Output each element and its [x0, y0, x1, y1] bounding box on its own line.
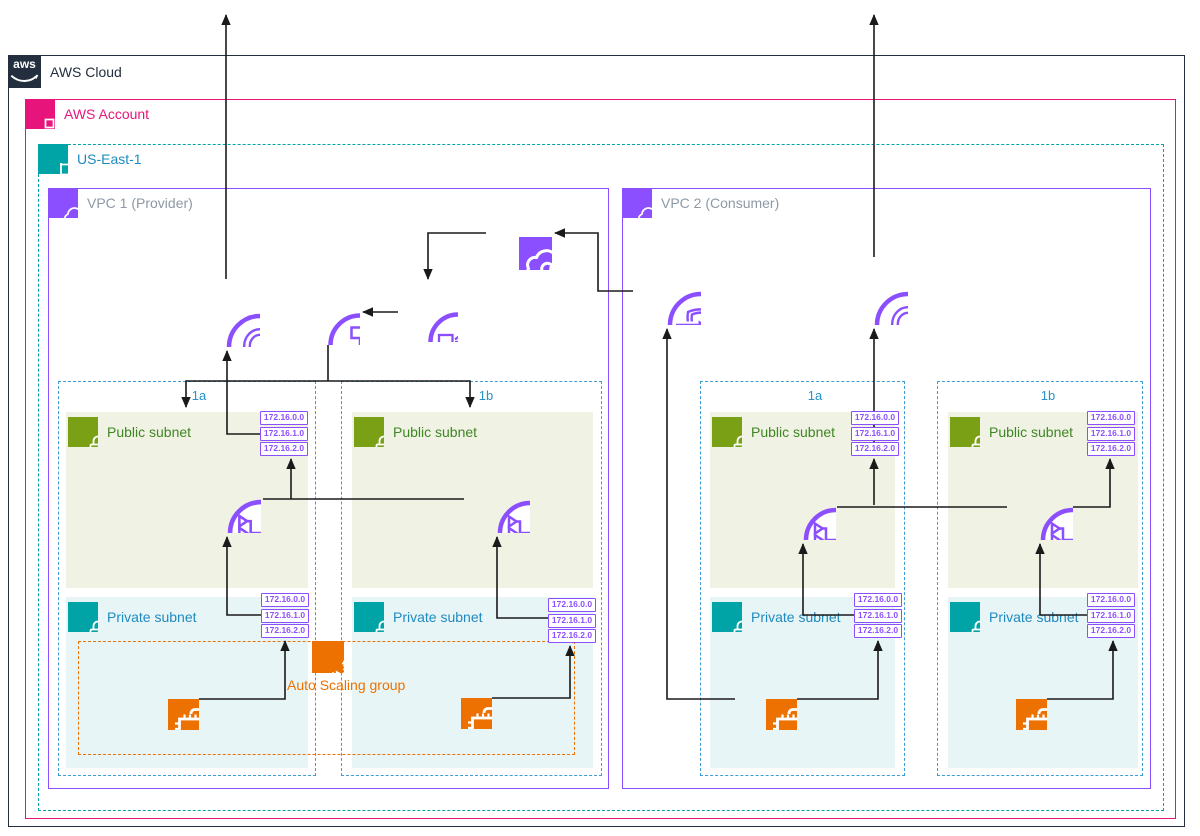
region-container: US-East-1 [38, 144, 1164, 811]
az-box-vpc2-1b [937, 381, 1143, 776]
cidr-stack-private-vpc1-1a: 172.16.0.0 172.16.1.0 172.16.2.0 [261, 593, 309, 638]
private-subnet-label: Private subnet [393, 609, 483, 625]
cidr-label: 172.16.0.0 [851, 411, 899, 425]
cidr-label: 172.16.2.0 [261, 624, 309, 638]
cidr-stack-public-vpc2-1b: 172.16.0.0 172.16.1.0 172.16.2.0 [1087, 411, 1135, 456]
private-subnet-lock-icon [68, 602, 98, 632]
private-subnet-lock-icon [354, 602, 384, 632]
private-subnet-label: Private subnet [989, 609, 1079, 625]
vpc1-label: VPC 1 (Provider) [87, 195, 193, 211]
cidr-label: 172.16.0.0 [548, 598, 596, 612]
cidr-label: 172.16.2.0 [260, 442, 308, 456]
vpc-endpoint-icon [633, 257, 701, 325]
aws-logo-icon: aws [8, 55, 41, 88]
cidr-label: 172.16.1.0 [854, 608, 902, 623]
aws-smile-swoosh [10, 74, 39, 82]
aws-account-container: AWS Account [25, 99, 1176, 819]
cidr-label: 172.16.2.0 [1087, 624, 1135, 638]
private-subnet-label: Private subnet [751, 609, 841, 625]
cidr-stack-public-vpc1-1a: 172.16.0.0 172.16.1.0 172.16.2.0 [260, 411, 308, 456]
ec2-instance-icon [985, 668, 1047, 730]
cidr-label: 172.16.1.0 [1087, 426, 1135, 441]
vpc2-container: VPC 2 (Consumer) [622, 188, 1151, 789]
vpc2-header: VPC 2 (Consumer) [622, 188, 779, 218]
cidr-stack-private-vpc2-1b: 172.16.0.0 172.16.1.0 172.16.2.0 [1087, 593, 1135, 638]
public-subnet-lock-icon [712, 417, 742, 447]
cidr-label: 172.16.0.0 [261, 593, 309, 607]
aws-cloud-label: AWS Cloud [50, 63, 122, 80]
cidr-label: 172.16.2.0 [854, 624, 902, 638]
aws-cloud-header: aws AWS Cloud [8, 55, 122, 88]
cidr-label: 172.16.2.0 [851, 442, 899, 456]
ec2-instance-icon [735, 668, 797, 730]
cidr-label: 172.16.2.0 [1087, 442, 1135, 456]
aws-privatelink-icon [486, 204, 552, 270]
az-label-vpc2-1a: 1a [807, 388, 823, 403]
public-subnet-label: Public subnet [393, 424, 478, 440]
cidr-label: 172.16.2.0 [548, 629, 596, 643]
auto-scaling-group-icon [312, 641, 344, 673]
private-subnet-label: Private subnet [107, 609, 197, 625]
cidr-label: 172.16.0.0 [1087, 411, 1135, 425]
internet-gateway-icon [840, 257, 908, 325]
cidr-label: 172.16.0.0 [260, 411, 308, 425]
ec2-instance-icon [430, 667, 492, 729]
az-label-vpc2-1b: 1b [1040, 388, 1056, 403]
aws-account-header: AWS Account [25, 99, 149, 129]
public-subnet-vpc1-1b: Public subnet [352, 412, 593, 588]
nat-gateway-icon [193, 465, 261, 533]
public-subnet-lock-icon [68, 417, 98, 447]
aws-logo-text: aws [13, 57, 36, 71]
region-label: US-East-1 [77, 151, 142, 167]
cidr-label: 172.16.1.0 [548, 613, 596, 628]
aws-account-icon [25, 99, 55, 129]
public-subnet-lock-icon [354, 417, 384, 447]
aws-account-label: AWS Account [64, 106, 150, 122]
private-subnet-lock-icon [712, 602, 742, 632]
cidr-stack-public-vpc2-1a: 172.16.0.0 172.16.1.0 172.16.2.0 [851, 411, 899, 456]
az-label-vpc1-1b: 1b [478, 388, 494, 403]
vpc-icon [622, 188, 652, 218]
cidr-label: 172.16.1.0 [1087, 608, 1135, 623]
nat-gateway-icon [464, 467, 530, 533]
auto-scaling-group-label: Auto Scaling group [287, 677, 406, 693]
cidr-label: 172.16.0.0 [854, 593, 902, 607]
region-flag-icon [38, 144, 68, 174]
az-label-vpc1-1a: 1a [191, 388, 207, 403]
public-subnet-lock-icon [950, 417, 980, 447]
vpc1-container: VPC 1 (Provider) [48, 188, 609, 789]
nat-gateway-icon [770, 474, 836, 540]
private-subnet-lock-icon [950, 602, 980, 632]
vpc1-header: VPC 1 (Provider) [48, 188, 193, 218]
az-box-vpc1-1b [341, 381, 602, 776]
cidr-stack-private-vpc1-1b: 172.16.0.0 172.16.1.0 172.16.2.0 [548, 598, 596, 643]
cidr-label: 172.16.1.0 [260, 426, 308, 441]
public-subnet-label: Public subnet [751, 424, 836, 440]
cidr-stack-private-vpc2-1a: 172.16.0.0 172.16.1.0 172.16.2.0 [854, 593, 902, 638]
cidr-label: 172.16.1.0 [261, 608, 309, 623]
public-subnet-vpc1-1a: Public subnet [66, 412, 308, 588]
aws-cloud-container: aws AWS Cloud [8, 55, 1185, 827]
network-load-balancer-icon [296, 281, 360, 345]
region-header: US-East-1 [38, 144, 142, 174]
gateway-load-balancer-icon [398, 282, 458, 342]
public-subnet-label: Public subnet [989, 424, 1074, 440]
public-subnet-label: Public subnet [107, 424, 192, 440]
vpc-icon [48, 188, 78, 218]
cidr-label: 172.16.1.0 [851, 426, 899, 441]
internet-gateway-icon [192, 279, 260, 347]
cidr-label: 172.16.0.0 [1087, 593, 1135, 607]
ec2-instance-icon [137, 668, 199, 730]
nat-gateway-icon [1007, 474, 1073, 540]
vpc2-label: VPC 2 (Consumer) [661, 195, 780, 211]
